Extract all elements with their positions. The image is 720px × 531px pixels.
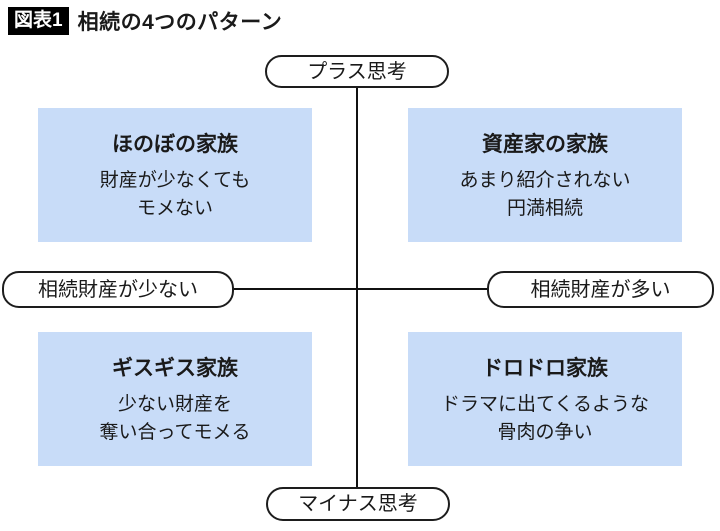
axis-label-top: プラス思考 [265,55,449,88]
quadrant-description: あまり紹介されない 円満相続 [459,169,631,219]
diagram-header: 図表1 相続の4つのパターン [8,6,282,36]
axis-label-bottom-text: マイナス思考 [298,493,418,515]
quadrant-title: ほのぼの家族 [112,132,238,156]
quadrant-top-left: ほのぼの家族 財産が少なくても モメない [38,108,312,242]
quadrant-description: 少ない財産を 奪い合ってモメる [99,393,251,443]
axis-label-left: 相続財産が少ない [2,271,234,308]
quadrant-title: ドロドロ家族 [482,356,608,380]
quadrant-title: ギスギス家族 [112,356,238,380]
axis-label-left-text: 相続財産が少ない [38,278,198,301]
quadrant-bottom-right: ドロドロ家族 ドラマに出てくるような 骨肉の争い [408,332,682,466]
page-title: 相続の4つのパターン [77,11,283,34]
quadrant-bottom-left: ギスギス家族 少ない財産を 奪い合ってモメる [38,332,312,466]
axis-label-right-text: 相続財産が多い [530,278,671,301]
quadrant-description: ドラマに出てくるような 骨肉の争い [440,393,650,443]
horizontal-axis-line [228,288,494,290]
axis-label-bottom: マイナス思考 [266,487,450,521]
quadrant-description: 財産が少なくても モメない [99,169,251,219]
quadrant-top-right: 資産家の家族 あまり紹介されない 円満相続 [408,108,682,242]
figure-number-badge: 図表1 [8,7,69,35]
axis-label-top-text: プラス思考 [307,60,407,83]
axis-label-right: 相続財産が多い [487,271,714,308]
quadrant-title: 資産家の家族 [482,132,608,156]
